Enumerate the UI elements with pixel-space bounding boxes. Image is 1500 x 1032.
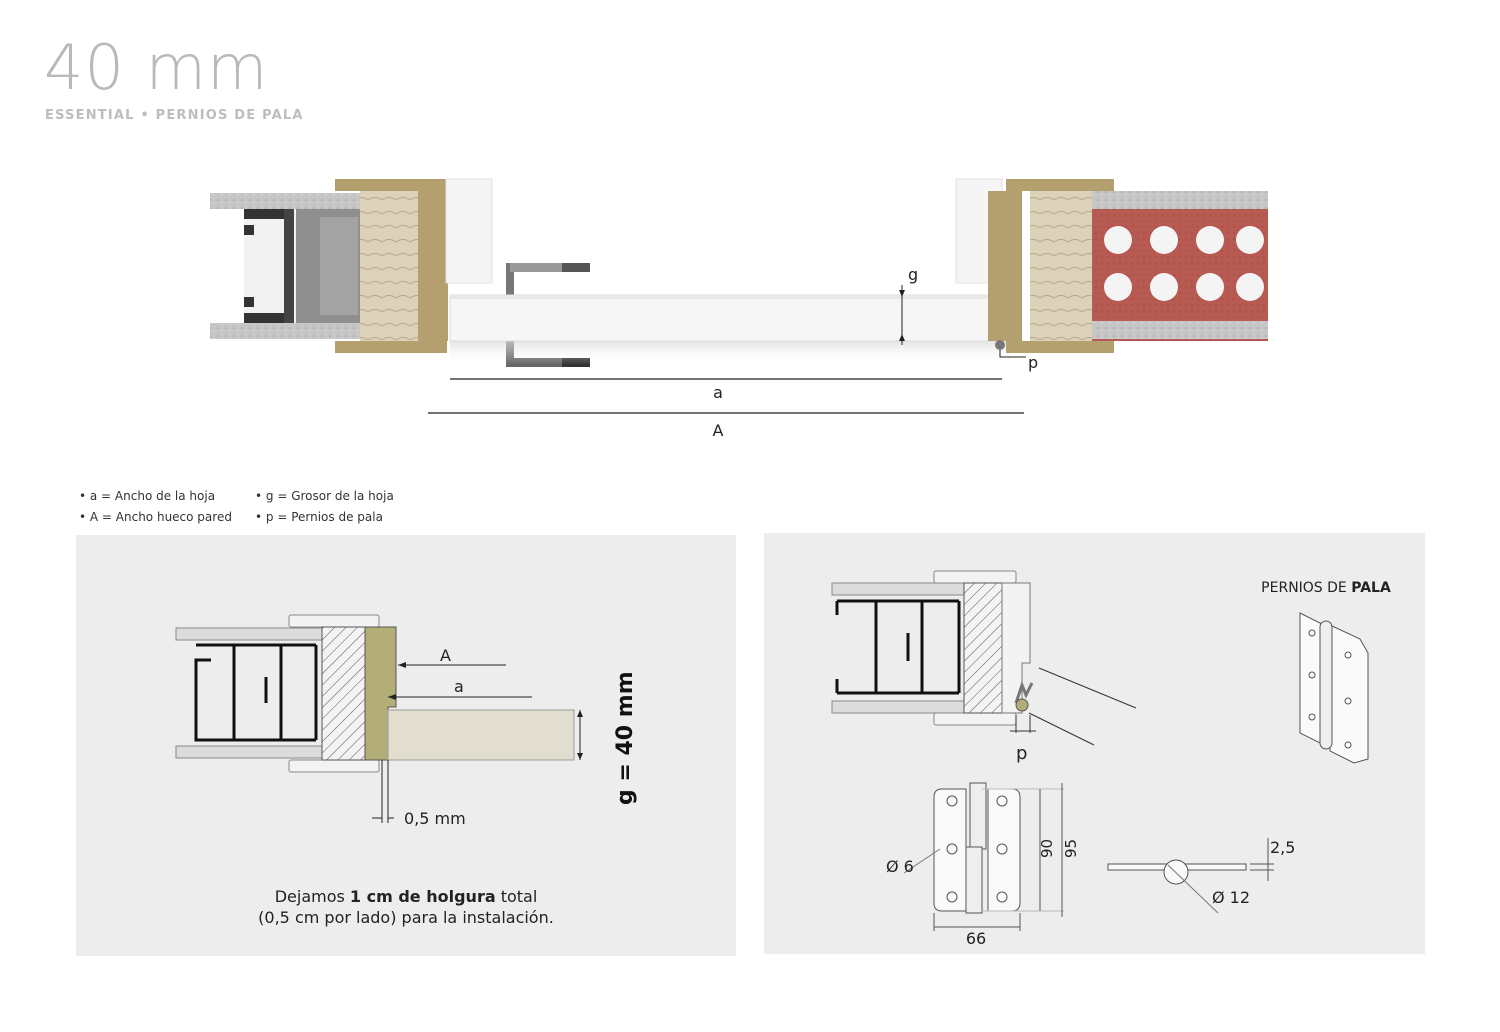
hinge-pin <box>995 340 1005 350</box>
dim-thickness: 2,5 <box>1270 838 1295 857</box>
dim-diameter-large: Ø 12 <box>1212 888 1250 907</box>
label-g: g <box>908 265 918 284</box>
hinge-illustration <box>1299 612 1369 764</box>
left-wall <box>210 193 360 339</box>
page-subtitle: ESSENTIAL • PERNIOS DE PALA <box>45 108 304 123</box>
frame-detail-diagram: A a g = 40 mm 0,5 mm Dejamos 1 cm de hol… <box>175 614 638 927</box>
legend-g: • g = Grosor de la hoja <box>255 489 394 503</box>
hinge-label-p: p <box>1016 743 1027 764</box>
legend-a: • a = Ancho de la hoja <box>79 489 216 503</box>
dim-diameter-small: Ø 6 <box>886 857 914 876</box>
clearance-note-line2: (0,5 cm por lado) para la instalación. <box>258 908 554 927</box>
dim-width: 66 <box>966 929 986 948</box>
detail-label-A: A <box>440 646 451 665</box>
leaf-shadow <box>450 341 1010 365</box>
thickness-label: g = 40 mm <box>613 671 638 805</box>
hinge-title: PERNIOS DE PALA <box>1261 580 1391 596</box>
hinge-detail-diagram: p PERNIOS DE PALA Ø 6 90 95 66 Ø 12 2 <box>831 570 1391 948</box>
clearance-note-line1: Dejamos 1 cm de holgura total <box>275 887 538 906</box>
label-p: p <box>1028 353 1038 372</box>
dim-height-inner: 90 <box>1038 839 1056 858</box>
hinge-side-view <box>1107 859 1247 885</box>
legend-p: • p = Pernios de pala <box>255 510 383 524</box>
door-leaf <box>449 294 1003 342</box>
dim-height-outer: 95 <box>1062 839 1080 858</box>
hinge-top <box>506 263 590 299</box>
detail-label-a: a <box>454 677 464 696</box>
gap-label: 0,5 mm <box>404 809 466 828</box>
right-frame <box>955 178 1114 353</box>
page-title: 40 mm <box>44 31 269 104</box>
hinge-panel-frame <box>764 533 1425 954</box>
right-wall-brick <box>1092 191 1268 341</box>
label-A: A <box>713 421 724 440</box>
hinge-front-view <box>933 782 1021 914</box>
legend-A: • A = Ancho hueco pared <box>79 510 232 524</box>
label-a: a <box>713 383 723 402</box>
door-section-diagram: g p a A <box>210 178 1268 440</box>
left-frame <box>335 178 493 353</box>
